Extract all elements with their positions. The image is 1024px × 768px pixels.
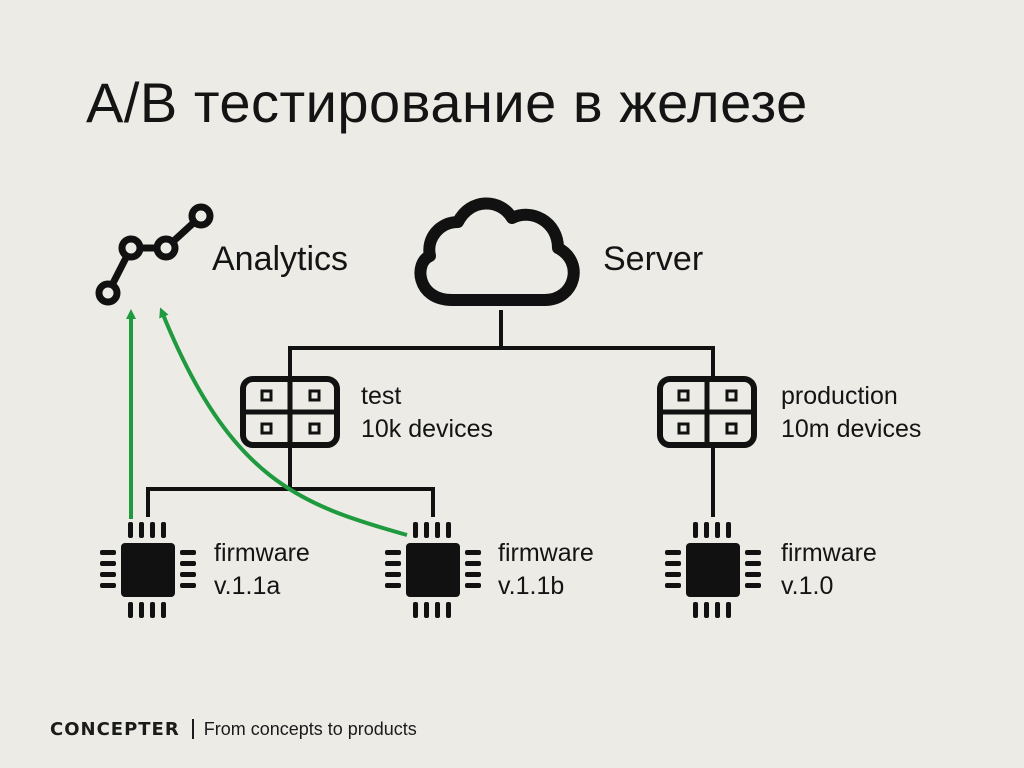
group-count: 10k devices [361,415,494,443]
device-label-v11a: firmware v.1.1a [214,537,310,603]
analytics-label: Analytics [212,240,349,278]
device-label-v10: firmware v.1.0 [781,537,877,603]
device-version: v.1.1b [498,572,565,600]
footer-tagline: From concepts to products [203,718,417,739]
device-group-icon [240,376,340,448]
group-count: 10m devices [781,415,922,443]
arrow-from-v11b [159,307,408,537]
analytics-graph-icon [95,203,214,306]
group-label-test: test 10k devices [361,380,493,446]
footer: CONCEPTER From concepts to products [50,716,417,742]
footer-divider [191,719,194,739]
device-version: v.1.0 [781,572,834,600]
slide-title: A/B тестирование в железе [86,71,808,134]
device-type: firmware [214,539,310,567]
device-version: v.1.1a [214,572,281,600]
device-type: firmware [498,539,594,567]
chip-icon [100,522,196,618]
server-label: Server [603,240,704,278]
connector-lines [146,310,715,517]
device-type: firmware [781,539,877,567]
chip-icon [385,522,481,618]
group-label-production: production 10m devices [781,380,921,446]
group-name: test [361,382,402,410]
analytics-arrows [126,307,408,537]
device-group-icon [657,376,757,448]
group-name: production [781,382,898,410]
chip-icon [665,522,761,618]
brand-logo: CONCEPTER [50,718,180,740]
cloud-icon [414,197,580,306]
device-label-v11b: firmware v.1.1b [498,537,594,603]
